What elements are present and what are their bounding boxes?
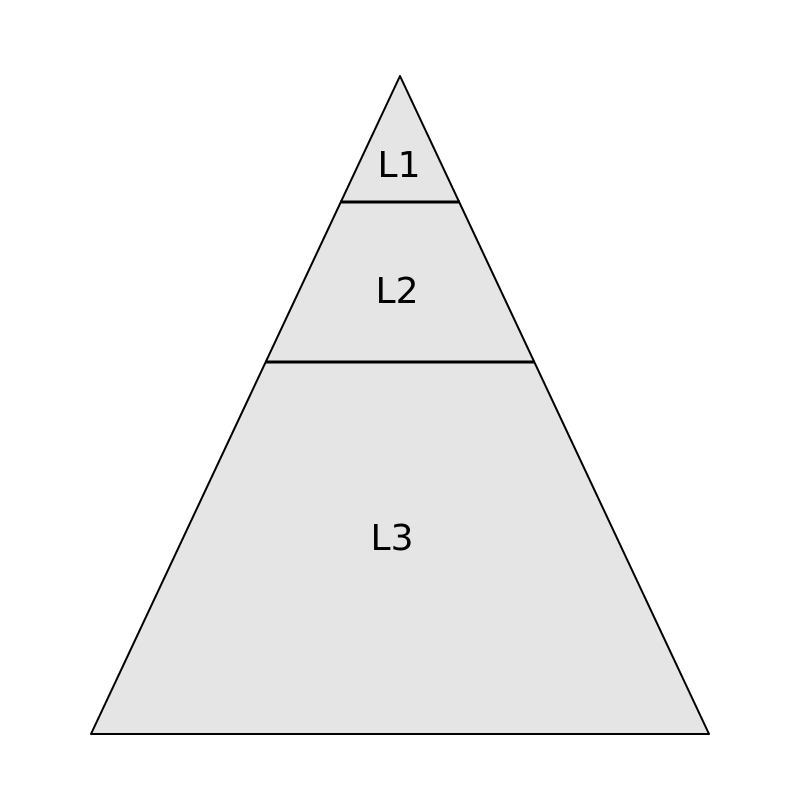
pyramid-body	[90, 75, 710, 735]
level-label-l3: L3	[371, 518, 414, 559]
level-label-l1: L1	[378, 145, 421, 186]
level-label-l2: L2	[376, 271, 419, 312]
